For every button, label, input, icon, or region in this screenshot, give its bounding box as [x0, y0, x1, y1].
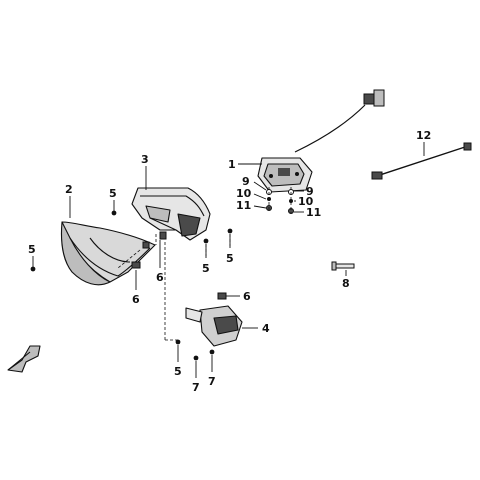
callout-5c: 5: [202, 262, 210, 275]
callout-7a: 7: [192, 381, 200, 394]
callout-2: 2: [65, 183, 73, 196]
callout-12: 12: [416, 129, 431, 142]
callout-11a: 11: [236, 199, 251, 212]
callout-10a: 10: [236, 187, 252, 200]
callout-11b: 11: [306, 206, 321, 219]
side-bracket: [7, 345, 41, 373]
callout-6a: 6: [156, 271, 164, 284]
part-4-lower-bracket: [185, 305, 243, 347]
callout-5a: 5: [109, 187, 117, 200]
callout-6c: 6: [243, 290, 251, 303]
callout-5e: 5: [174, 365, 182, 378]
part-1-meter-cluster: [257, 157, 313, 193]
callout-4: 4: [262, 322, 270, 335]
part-12-cable: [371, 142, 472, 180]
callout-5d: 5: [226, 252, 234, 265]
callout-9a: 9: [242, 175, 250, 188]
leader-lines: [32, 142, 425, 378]
part-3-upper-cowl: [131, 187, 211, 241]
callout-8: 8: [342, 277, 350, 290]
meter-cable: [294, 89, 385, 153]
part-2-front-fairing: [60, 221, 156, 286]
callout-1: 1: [228, 158, 236, 171]
part-8-pin: [331, 261, 355, 271]
callout-5b: 5: [28, 243, 36, 256]
callout-6b: 6: [132, 293, 140, 306]
callout-9b: 9: [306, 185, 314, 198]
callout-10b: 10: [298, 195, 314, 208]
callout-7b: 7: [208, 375, 216, 388]
label-ticks: [253, 181, 304, 213]
callout-3: 3: [141, 153, 149, 166]
callout-labels: 1 2 3 4 5 5 5 5 5 6 6 6 7 7 8 9 9 10 10 …: [28, 129, 431, 394]
